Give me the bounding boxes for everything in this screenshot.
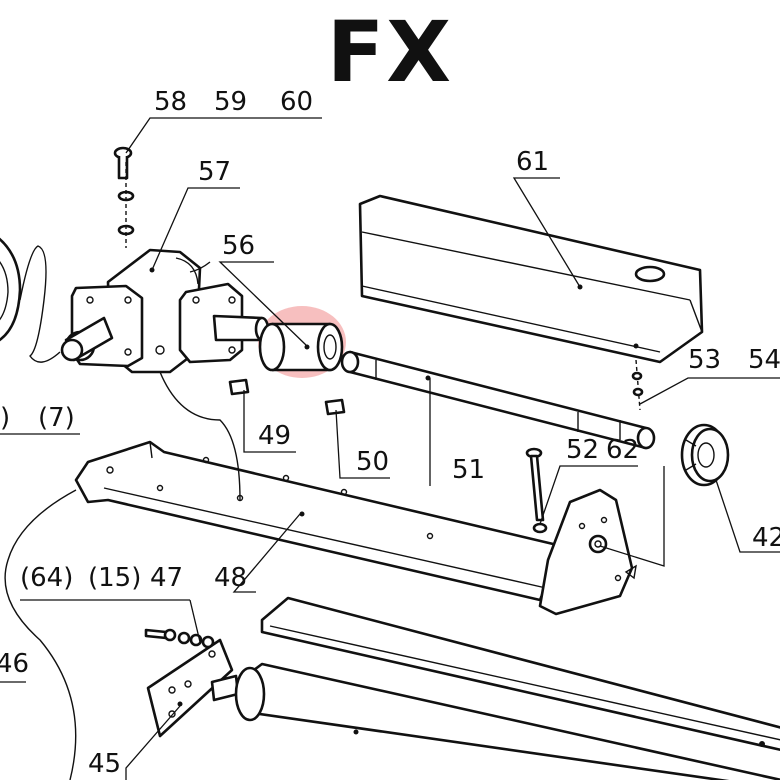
pulley-partial-left [0, 237, 61, 363]
key-49 [228, 378, 250, 396]
connector-curves [4, 261, 241, 780]
callout-53: 53 [688, 345, 721, 375]
callout-46: 46 [0, 649, 29, 679]
diagram-title: FX [326, 3, 454, 101]
callout-15: (15) [88, 563, 141, 593]
screw-58-59-60 [113, 146, 135, 248]
pulley-42 [680, 423, 730, 487]
bracket-62 [538, 488, 637, 616]
plate-45 [146, 638, 240, 738]
leader-lines [0, 117, 780, 780]
callout-49: 49 [258, 421, 291, 451]
callout-51: 51 [452, 455, 485, 485]
gearbox-57 [60, 248, 270, 374]
callout-7-left: ) [0, 403, 10, 433]
callout-62: 62 [606, 435, 639, 465]
callout-64: (64) [20, 563, 73, 593]
callout-54: 54 [748, 345, 780, 375]
hardware-47 [144, 628, 215, 649]
callout-48: 48 [214, 563, 247, 593]
callout-45: 45 [88, 749, 121, 779]
roller-partial [234, 596, 780, 780]
callout-47: 47 [150, 563, 183, 593]
callout-7: (7) [38, 403, 75, 433]
callout-61: 61 [516, 147, 549, 177]
callout-42: 42 [752, 523, 780, 553]
callout-50: 50 [356, 447, 389, 477]
callout-58: 58 [154, 87, 187, 117]
cover-61 [358, 194, 704, 364]
callout-52: 52 [566, 435, 599, 465]
callout-60: 60 [280, 87, 313, 117]
callout-59: 59 [214, 87, 247, 117]
pin-53 [631, 359, 644, 411]
coupling-56 [258, 322, 344, 372]
key-50 [324, 398, 346, 416]
shaft-51 [340, 350, 656, 450]
bolt-52 [525, 447, 548, 534]
callout-labels: 58 59 60 57 56 61 53 54 ) (7) 49 50 51 5… [0, 87, 780, 779]
callout-56: 56 [222, 231, 255, 261]
callout-57: 57 [198, 157, 231, 187]
